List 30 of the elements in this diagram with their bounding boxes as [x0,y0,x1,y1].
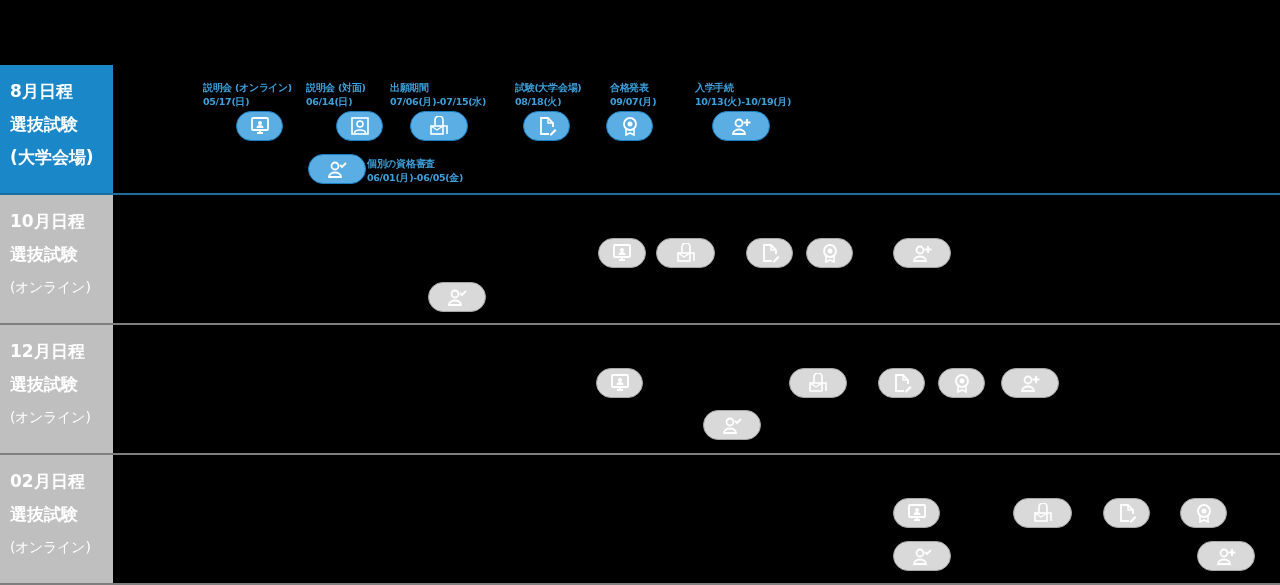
event-name: 合格発表 [610,81,650,95]
schedule-name: 12月日程 [10,340,86,363]
event-name: 説明会 (オンライン) [203,81,292,95]
row-header [0,325,113,453]
event-name: 個別の資格審査 [367,157,436,171]
row-header [0,65,113,193]
exam-type: 選抜試験 [10,503,79,526]
exam-type: 選抜試験 [10,243,79,266]
schedule-name: 10月日程 [10,210,86,233]
event-date: 07/06(月)-07/15(水) [390,95,487,109]
venue-label: (オンライン) [10,538,92,557]
venue-label: (オンライン) [10,278,92,297]
event-name: 入学手続 [695,81,735,95]
schedule-name: 02月日程 [10,470,86,493]
venue-label: (オンライン) [10,408,92,427]
event-date: 06/14(日) [306,95,354,109]
event-date: 05/17(日) [203,95,251,109]
exam-type: 選抜試験 [10,113,79,136]
event-date: 06/01(月)-06/05(金) [367,171,464,185]
exam-type: 選抜試験 [10,373,79,396]
venue-label: (大学会場) [10,146,95,169]
event-date: 08/18(火) [515,95,563,109]
event-name: 説明会 (対面) [306,81,366,95]
schedule-name: 8月日程 [10,80,74,103]
event-date: 09/07(月) [610,95,657,109]
row-header [0,455,113,583]
row-header [0,195,113,323]
event-name: 試験(大学会場) [515,81,582,95]
event-name: 出願期間 [390,81,430,95]
event-date: 10/13(火)-10/19(月) [695,95,792,109]
